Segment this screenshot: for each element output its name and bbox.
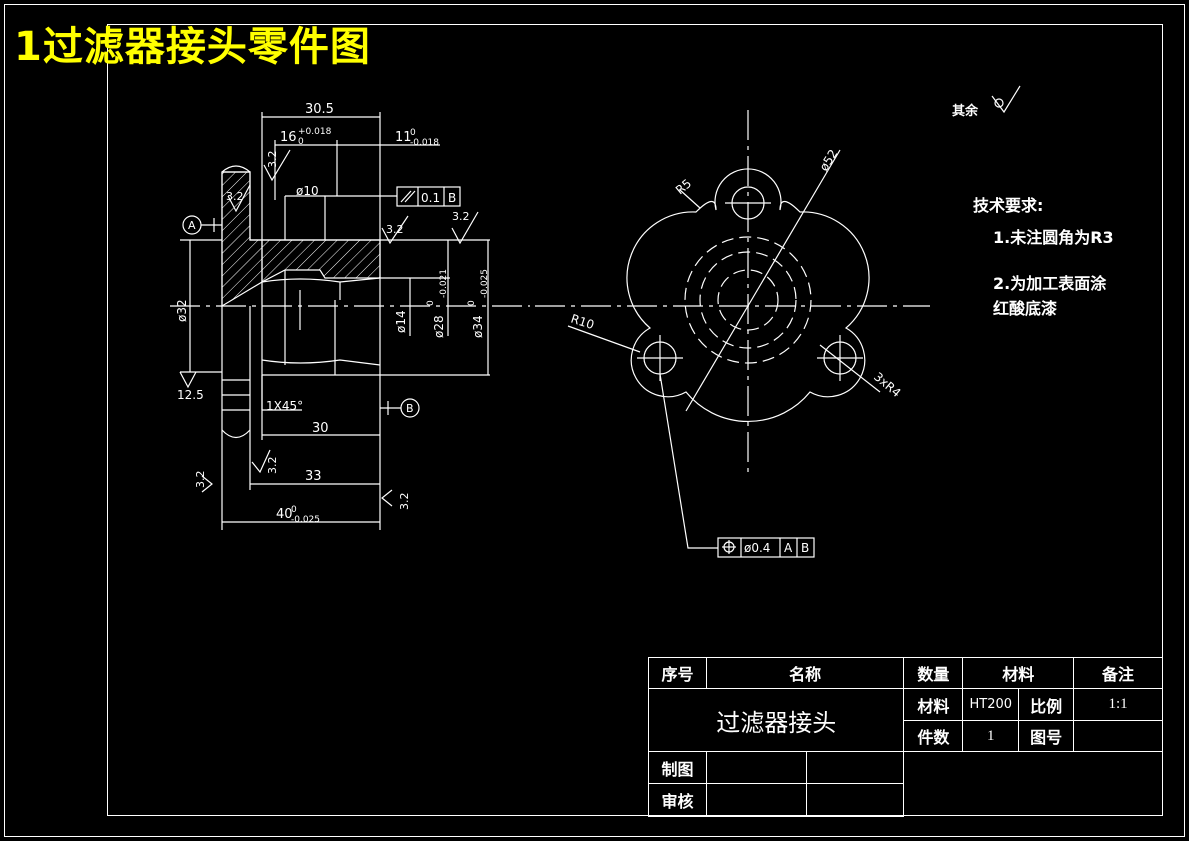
- parallel-datum-ref: B: [448, 191, 456, 205]
- rough-symbol: [381, 489, 393, 507]
- position-ref-b: B: [801, 541, 809, 555]
- dim-phi28: ø28: [432, 315, 446, 338]
- dim-16: 16: [280, 130, 297, 145]
- drawn-name: [705, 751, 807, 784]
- col-name: 名称: [705, 657, 905, 689]
- count-value: 1: [962, 720, 1020, 752]
- checked-date: [805, 783, 905, 817]
- count-label: 件数: [903, 720, 964, 752]
- dim-phi28-tol-lower: -0.021: [439, 269, 449, 298]
- rough-symbol: [201, 475, 213, 493]
- checked-label: 审核: [648, 783, 707, 817]
- col-material: 材料: [962, 657, 1075, 689]
- dim-r5: R5: [673, 176, 694, 197]
- general-rough-symbol: [991, 85, 1021, 114]
- scale-label: 比例: [1018, 688, 1075, 721]
- dim-16-tol-upper: +0.018: [298, 127, 332, 137]
- rough-3-2-a: 3.2: [226, 190, 244, 203]
- rough-symbol: [179, 371, 197, 389]
- rough-symbol: [251, 449, 271, 474]
- drawn-label: 制图: [648, 751, 707, 784]
- col-seq: 序号: [648, 657, 707, 689]
- outer-frame: [4, 4, 1185, 837]
- rough-3-2-c: 3.2: [452, 210, 470, 223]
- dim-30: 30: [312, 421, 329, 436]
- rough-symbol: [227, 184, 251, 213]
- col-remark: 备注: [1073, 657, 1163, 689]
- page-title: 1过滤器接头零件图: [14, 24, 371, 70]
- section-view: [170, 112, 530, 530]
- tech-req-item2-line1: 2.为加工表面涂: [993, 274, 1107, 293]
- rough-3-2-g: 3.2: [398, 493, 411, 511]
- position-leader: [659, 373, 718, 549]
- r4-leader: [819, 344, 881, 393]
- drawn-date: [805, 751, 905, 784]
- dim-r10: R10: [569, 312, 596, 333]
- bore-circle-mid: [699, 251, 797, 349]
- rough-symbol: [451, 211, 479, 245]
- drawing-no-label: 图号: [1018, 720, 1075, 752]
- dim-phi14: ø14: [394, 310, 408, 333]
- hatch-body: [261, 239, 381, 283]
- r5-leader: [679, 189, 701, 209]
- dim-phi32: ø32: [175, 299, 189, 322]
- parallel-tol-value: 0.1: [421, 191, 440, 205]
- dim-phi52: ø52: [817, 147, 841, 174]
- tech-req-item2-line2: 红酸底漆: [993, 299, 1058, 318]
- bore-circle-inner: [717, 269, 779, 331]
- flange-outline: [626, 168, 870, 423]
- rough-3-2-e: 3.2: [266, 457, 279, 475]
- blank-area: [903, 751, 1163, 817]
- bore-circle-outer: [684, 236, 812, 364]
- dim-40-tol-lower: -0.025: [291, 515, 320, 525]
- rough-3-2-f: 3.2: [194, 471, 207, 489]
- scale-value: 1:1: [1073, 688, 1163, 721]
- dim-40-tol-upper: 0: [291, 505, 297, 515]
- tech-req-item1: 1.未注圆角为R3: [993, 228, 1114, 247]
- dim-phi34-tol-lower: -0.025: [480, 269, 490, 298]
- rough-symbol: [263, 149, 291, 182]
- material-value: HT200: [962, 688, 1020, 721]
- dim-30-5: 30.5: [305, 102, 334, 117]
- dim-phi34-tol-upper: 0: [467, 300, 477, 306]
- datum-a-label: A: [188, 219, 196, 232]
- plan-view-labels: R5 ø52 R10 3xR4 ø0.4 A B: [569, 147, 904, 555]
- plan-view: [535, 110, 930, 558]
- position-ref-a: A: [784, 541, 793, 555]
- surface-note-label: 其余: [952, 104, 979, 119]
- rough-3-2-d: 3.2: [266, 151, 279, 169]
- part-name: 过滤器接头: [647, 688, 905, 752]
- dim-chamfer: 1X45°: [266, 399, 303, 413]
- dim-33: 33: [305, 469, 322, 484]
- rough-3-2-b: 3.2: [386, 223, 404, 236]
- checked-name: [705, 783, 807, 817]
- dim-11-tol-lower: -0.018: [410, 138, 439, 148]
- rough-12-5: 12.5: [177, 388, 204, 402]
- dim-r4: 3xR4: [871, 370, 904, 400]
- dim-11: 11: [395, 130, 412, 145]
- material-label: 材料: [903, 688, 964, 721]
- col-qty: 数量: [903, 657, 964, 689]
- phi52-dim-line: [685, 149, 841, 412]
- datum-b-label: B: [406, 402, 414, 415]
- dim-11-tol-upper: 0: [410, 128, 416, 138]
- section-view-labels: 30.5 16 +0.018 0 11 0 -0.018 ø10 0.1 B A…: [175, 102, 490, 525]
- dim-phi28-tol-upper: 0: [426, 300, 436, 306]
- dim-40: 40: [276, 507, 293, 522]
- tech-req-heading: 技术要求:: [973, 196, 1044, 215]
- dim-phi10: ø10: [296, 184, 319, 198]
- drawing-border: [107, 24, 1163, 816]
- rough-symbol: [381, 215, 409, 245]
- r10-leader: [567, 325, 641, 353]
- position-tol-value: ø0.4: [744, 541, 770, 555]
- dim-phi34: ø34: [471, 315, 485, 338]
- dim-16-tol-lower: 0: [298, 137, 304, 147]
- title-block: 序号 名称 数量 材料 备注 过滤器接头 材料 HT200 比例 1:1 件数 …: [647, 657, 1163, 817]
- position-tol-frame: [717, 537, 815, 558]
- drawing-no-value: [1073, 720, 1163, 752]
